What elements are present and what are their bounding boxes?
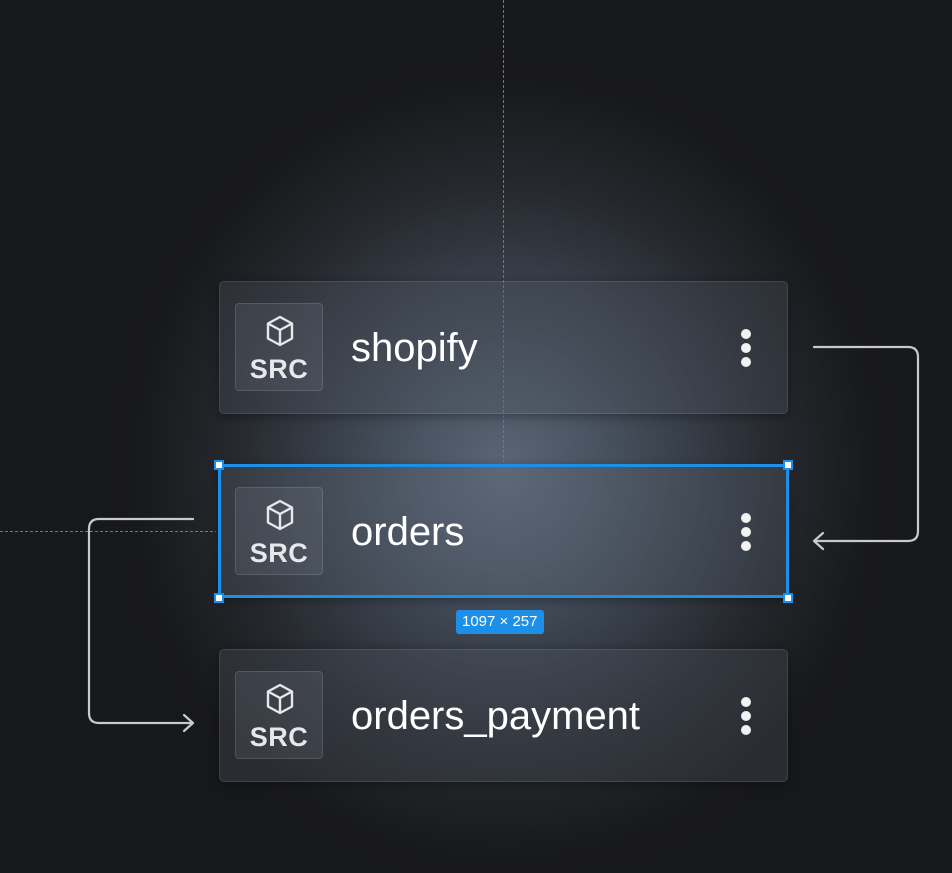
resize-handle-top-right[interactable] — [783, 460, 793, 470]
badge-label: SRC — [249, 354, 309, 384]
edge-shopify-to-orders — [812, 345, 920, 543]
selection-size-label: 1097 × 257 — [456, 610, 544, 634]
source-badge: SRC — [235, 303, 323, 391]
arrowhead-left-icon — [812, 531, 825, 551]
badge-label: SRC — [249, 538, 309, 568]
resize-handle-bottom-right[interactable] — [783, 593, 793, 603]
resize-handle-top-left[interactable] — [214, 460, 224, 470]
cube-icon — [266, 683, 294, 715]
arrowhead-right-icon — [182, 713, 195, 733]
node-name: orders_payment — [351, 694, 641, 738]
source-badge: SRC — [235, 487, 323, 575]
badge-label: SRC — [249, 722, 309, 752]
node-name: shopify — [351, 326, 478, 370]
vertical-ellipsis-icon[interactable] — [734, 697, 758, 737]
resize-handle-bottom-left[interactable] — [214, 593, 224, 603]
edge-orders-to-orders-payment — [87, 517, 195, 725]
vertical-ellipsis-icon[interactable] — [734, 329, 758, 369]
node-name: orders — [351, 510, 465, 554]
cube-icon — [266, 499, 294, 531]
vertical-ellipsis-icon[interactable] — [734, 513, 758, 553]
source-badge: SRC — [235, 671, 323, 759]
node-orders-payment[interactable]: SRC orders_payment — [219, 649, 788, 782]
cube-icon — [266, 315, 294, 347]
node-shopify[interactable]: SRC shopify — [219, 281, 788, 414]
